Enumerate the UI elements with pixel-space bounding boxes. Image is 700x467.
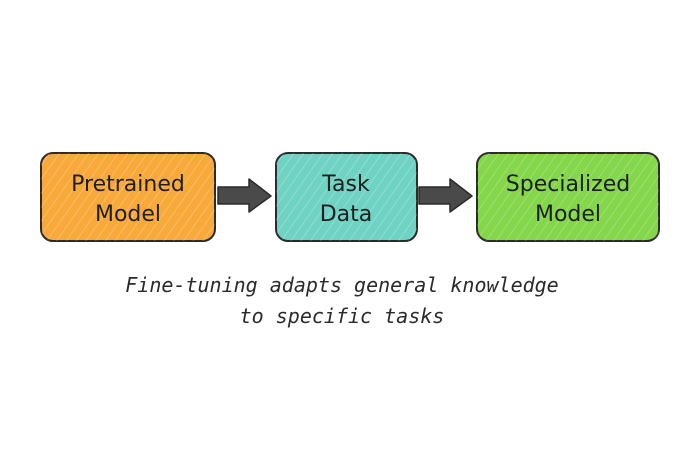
specialized-model-box: Specialized Model [476,152,660,242]
pretrained-model-label-line2: Model [95,202,161,227]
pretrained-model-label-line1: Pretrained [71,172,185,197]
task-data-label-line1: Task [321,172,370,197]
caption-line1: Fine-tuning adapts general knowledge [125,273,558,297]
pretrained-model-box: Pretrained Model [40,152,216,242]
pretrained-model-hatch [41,153,215,241]
arrow-right-icon [217,178,272,213]
specialized-model-label-line2: Model [535,202,601,227]
specialized-model-hatch [477,153,659,241]
task-data-label-line2: Data [320,202,373,227]
specialized-model-label-line1: Specialized [506,172,630,197]
arrow-2 [418,178,473,213]
task-data-hatch [276,153,417,241]
arrow-right-icon [418,178,473,213]
arrow-1 [217,178,272,213]
task-data-box: Task Data [275,152,418,242]
caption-line2: to specific tasks [240,304,445,328]
